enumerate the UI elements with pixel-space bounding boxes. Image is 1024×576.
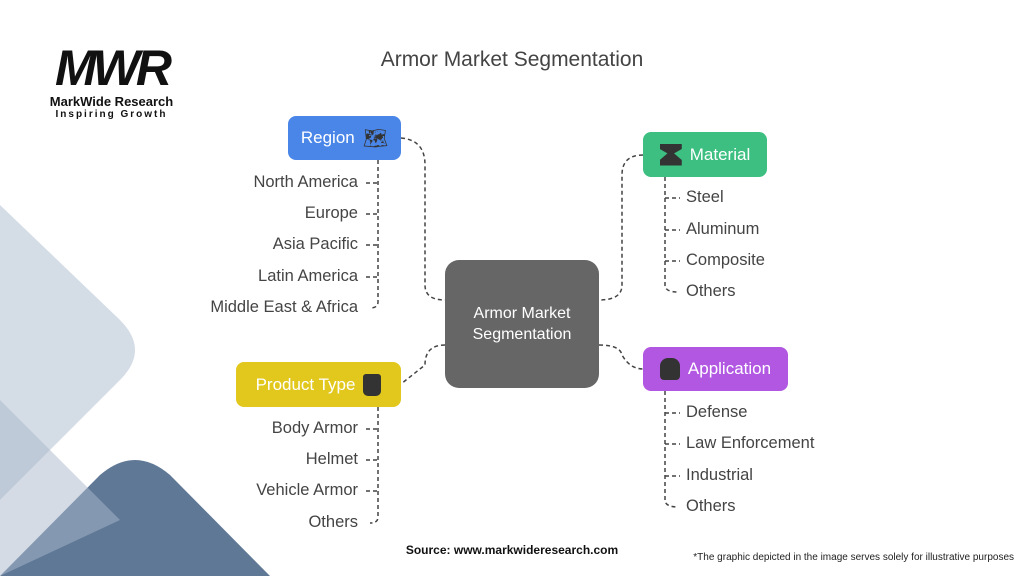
list-item: Asia Pacific [272,235,358,253]
vest-icon [363,373,382,396]
list-item: Middle East & Africa [210,298,358,316]
page-title: Armor Market Segmentation [380,48,644,71]
footnote: *The graphic depicted in the image serve… [693,552,1014,563]
list-item: Composite [686,251,765,269]
logo-name: MarkWide Research [49,94,174,109]
list-item: Law Enforcement [686,434,815,452]
list-item: Others [686,497,736,515]
list-item: Latin America [258,267,358,285]
list-item: Aluminum [686,220,760,238]
region-label: Region [300,128,355,147]
anvil-icon [659,143,682,166]
logo-tagline: Inspiring Growth [55,109,168,120]
material-label: Material [689,144,751,164]
product-type-node: Product Type [236,362,401,407]
list-item: Defense [686,403,748,421]
list-item: Others [686,282,736,300]
list-item: Others [308,513,358,531]
material-node: Material [643,132,767,177]
region-node: Region 🗺 [288,116,401,160]
list-item: North America [253,173,358,191]
armor-icon [659,358,680,380]
application-node: Application [643,347,788,391]
list-item: Body Armor [271,419,358,437]
source-text: Source: www.markwideresearch.com [405,543,619,557]
list-item: Industrial [686,466,753,484]
application-label: Application [687,359,772,378]
list-item: Steel [686,188,724,206]
product-type-label: Product Type [255,374,356,394]
logo-mark: MWR [55,40,172,96]
map-icon: 🗺 [362,127,389,150]
center-node: Armor Market Segmentation [445,260,599,388]
list-item: Helmet [305,450,358,468]
logo: MWR MarkWide Research Inspiring Growth [34,42,189,120]
list-item: Vehicle Armor [256,481,358,499]
list-item: Europe [304,204,358,222]
